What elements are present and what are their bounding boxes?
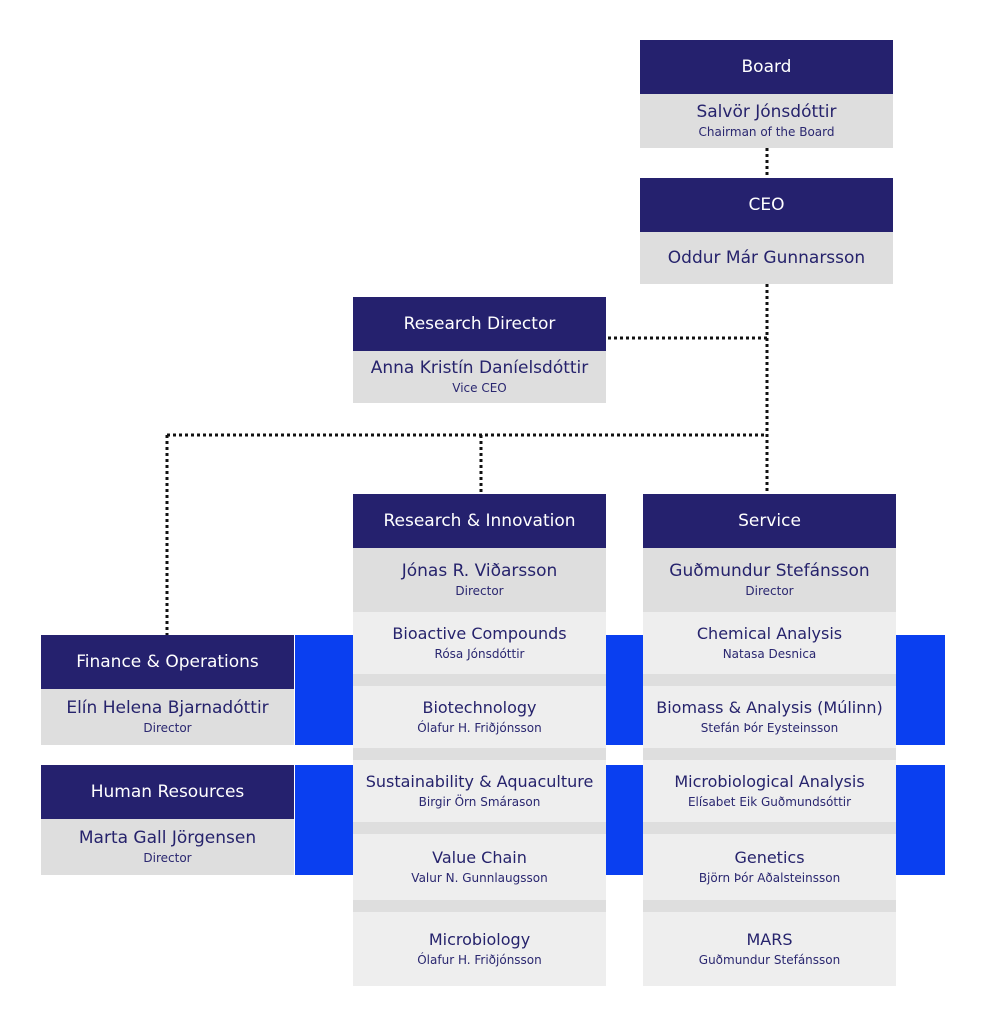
research-director-box: Research Director Anna Kristín Daníelsdó… (353, 297, 606, 403)
finance-director-title: Director (143, 721, 192, 735)
unit-person: Guðmundur Stefánsson (698, 953, 841, 967)
unit-name: Biotechnology (422, 698, 537, 717)
research-innovation-director-title: Director (455, 584, 504, 598)
unit-name: MARS (746, 930, 793, 949)
unit-person: Natasa Desnica (722, 647, 817, 661)
unit-mars: MARS Guðmundur Stefánsson (643, 912, 896, 986)
unit-person: Stefán Þór Eysteinsson (700, 721, 839, 735)
research-innovation-box: Research & Innovation Jónas R. Viðarsson… (353, 494, 606, 612)
research-director-header: Research Director (353, 297, 606, 351)
human-resources-box: Human Resources Marta Gall Jörgensen Dir… (41, 765, 294, 875)
unit-name: Microbiological Analysis (674, 772, 865, 791)
unit-sustainability-aquaculture: Sustainability & Aquaculture Birgir Örn … (353, 760, 606, 822)
unit-divider (353, 748, 606, 760)
ceo-box: CEO Oddur Már Gunnarsson (640, 178, 893, 284)
service-director-title: Director (745, 584, 794, 598)
unit-person: Ólafur H. Friðjónsson (417, 721, 542, 735)
unit-name: Biomass & Analysis (Múlinn) (656, 698, 883, 717)
unit-divider (643, 674, 896, 686)
board-box: Board Salvör Jónsdóttir Chairman of the … (640, 40, 893, 148)
unit-person: Ólafur H. Friðjónsson (417, 953, 542, 967)
service-director-name: Guðmundur Stefánsson (669, 561, 870, 581)
unit-person: Valur N. Gunnlaugsson (411, 871, 548, 885)
unit-divider (353, 674, 606, 686)
service-box: Service Guðmundur Stefánsson Director (643, 494, 896, 612)
unit-name: Microbiology (428, 930, 531, 949)
unit-person: Birgir Örn Smárason (418, 795, 541, 809)
unit-name: Sustainability & Aquaculture (365, 772, 594, 791)
unit-divider (643, 822, 896, 834)
unit-microbiology: Microbiology Ólafur H. Friðjónsson (353, 912, 606, 986)
unit-chemical-analysis: Chemical Analysis Natasa Desnica (643, 612, 896, 674)
unit-value-chain: Value Chain Valur N. Gunnlaugsson (353, 834, 606, 900)
unit-name: Value Chain (432, 848, 527, 867)
board-chair-name: Salvör Jónsdóttir (696, 102, 837, 122)
unit-genetics: Genetics Björn Þór Aðalsteinsson (643, 834, 896, 900)
unit-name: Bioactive Compounds (392, 624, 567, 643)
finance-operations-header: Finance & Operations (41, 635, 294, 689)
research-director-name: Anna Kristín Daníelsdóttir (370, 358, 589, 378)
finance-director-name: Elín Helena Bjarnadóttir (66, 698, 269, 718)
hr-director-title: Director (143, 851, 192, 865)
research-innovation-header: Research & Innovation (353, 494, 606, 548)
board-header: Board (640, 40, 893, 94)
unit-biomass-analysis: Biomass & Analysis (Múlinn) Stefán Þór E… (643, 686, 896, 748)
unit-divider (643, 900, 896, 912)
unit-divider (353, 822, 606, 834)
unit-name: Chemical Analysis (696, 624, 843, 643)
ceo-name: Oddur Már Gunnarsson (667, 248, 866, 268)
board-chair-title: Chairman of the Board (698, 125, 835, 139)
research-director-title: Vice CEO (452, 381, 507, 395)
hr-director-name: Marta Gall Jörgensen (78, 828, 257, 848)
unit-bioactive-compounds: Bioactive Compounds Rósa Jónsdóttir (353, 612, 606, 674)
finance-operations-box: Finance & Operations Elín Helena Bjarnad… (41, 635, 294, 745)
unit-person: Björn Þór Aðalsteinsson (698, 871, 841, 885)
unit-divider (643, 748, 896, 760)
unit-name: Genetics (734, 848, 805, 867)
ceo-header: CEO (640, 178, 893, 232)
unit-biotechnology: Biotechnology Ólafur H. Friðjónsson (353, 686, 606, 748)
unit-person: Elísabet Eik Guðmundsóttir (687, 795, 852, 809)
unit-person: Rósa Jónsdóttir (434, 647, 525, 661)
human-resources-header: Human Resources (41, 765, 294, 819)
unit-divider (353, 900, 606, 912)
service-header: Service (643, 494, 896, 548)
unit-microbiological-analysis: Microbiological Analysis Elísabet Eik Gu… (643, 760, 896, 822)
research-innovation-director-name: Jónas R. Viðarsson (401, 561, 558, 581)
